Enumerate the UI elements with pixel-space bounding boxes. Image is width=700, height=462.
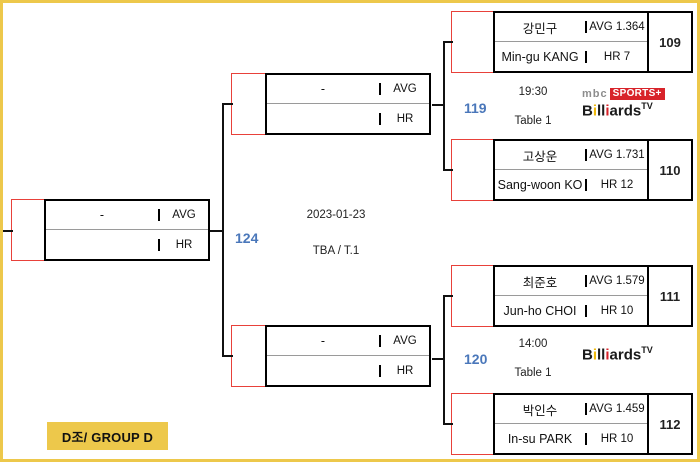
player-rank-3: 111 [649, 265, 693, 327]
player-avg: AVG 1.459 [585, 403, 647, 415]
player-row-kr: 고상운 AVG 1.731 [495, 141, 647, 170]
slot-row-blank: HR [46, 230, 208, 259]
player-card-4[interactable]: 박인수 AVG 1.459 In-su PARK HR 10 [493, 393, 649, 455]
player-row-en: In-su PARK HR 10 [495, 424, 647, 453]
slot-avg-label: AVG [379, 83, 429, 95]
match-table-119: Table 1 [514, 115, 552, 127]
billiards-tv-suffix: TV [641, 345, 653, 355]
slot-row-name: - AVG [46, 201, 208, 230]
player-name-kr: 최준호 [522, 275, 558, 290]
connector-h-final-top [222, 103, 233, 105]
slot-hr-label: HR [379, 112, 429, 125]
connector-h-qf120-bottom [443, 423, 453, 425]
player-card-1[interactable]: 강민구 AVG 1.364 Min-gu KANG HR 7 [493, 11, 649, 73]
slot-hr-label: HR [379, 364, 429, 377]
player-hr: HR 10 [585, 304, 647, 317]
connector-h-qf119-bottom [443, 169, 453, 171]
slot-placeholder-name: - [320, 82, 326, 96]
connector-h-final-bottom [222, 355, 233, 357]
match-table-120: Table 1 [514, 367, 552, 379]
connector-h-qf119-out [432, 104, 444, 106]
slot-row-blank: HR [267, 104, 429, 133]
match-number-119: 119 [464, 100, 487, 116]
connector-h-qf120-top [443, 295, 453, 297]
mbc-mark-label: mbc [582, 87, 608, 100]
slot-row-name: - AVG [267, 327, 429, 356]
final-slot[interactable]: - AVG HR [44, 199, 210, 261]
player-card-3[interactable]: 최준호 AVG 1.579 Jun-ho CHOI HR 10 [493, 265, 649, 327]
player-name-en: Jun-ho CHOI [503, 303, 577, 318]
semifinal-slot-1[interactable]: - AVG HR [265, 73, 431, 135]
slot-avg-label: AVG [158, 209, 208, 221]
billiards-wordmark: Billiards [582, 346, 642, 364]
broadcaster-logo-119: mbc SPORTS+ BilliardsTV [582, 88, 665, 119]
player-rank-1: 109 [649, 11, 693, 73]
player-name-kr: 박인수 [522, 403, 558, 418]
slot-hr-label: HR [158, 238, 208, 251]
match-number-124: 124 [235, 230, 259, 246]
player-row-en: Sang-woon KO HR 12 [495, 170, 647, 199]
player-row-en: Jun-ho CHOI HR 10 [495, 296, 647, 325]
slot-placeholder-name: - [320, 334, 326, 348]
seed-box-player-1 [451, 11, 495, 73]
billiards-wordmark: Billiards [582, 102, 642, 120]
billiards-tv-icon: BilliardsTV [582, 346, 653, 363]
group-label: D조/ GROUP D [47, 422, 168, 450]
match-time-119: 19:30 [518, 86, 548, 98]
player-name-en: Sang-woon KO [497, 177, 583, 192]
final-date: 2023-01-23 [306, 209, 366, 221]
seed-box-player-4 [451, 393, 495, 455]
slot-row-name: - AVG [267, 75, 429, 104]
connector-v-qf120 [443, 295, 445, 424]
mbc-sports-label: SPORTS+ [609, 88, 665, 100]
player-rank-4: 112 [649, 393, 693, 455]
billiards-tv-suffix: TV [641, 101, 653, 111]
player-hr: HR 12 [585, 178, 647, 191]
player-name-en: Min-gu KANG [501, 49, 579, 64]
slot-avg-label: AVG [379, 335, 429, 347]
player-row-en: Min-gu KANG HR 7 [495, 42, 647, 71]
slot-placeholder-name: - [99, 208, 105, 222]
player-card-2[interactable]: 고상운 AVG 1.731 Sang-woon KO HR 12 [493, 139, 649, 201]
player-hr: HR 10 [585, 432, 647, 445]
connector-h-winner-stub [3, 230, 13, 232]
match-time-120: 14:00 [518, 338, 548, 350]
connector-h-final-out [210, 230, 223, 232]
seed-box-player-3 [451, 265, 495, 327]
player-name-kr: 강민구 [522, 21, 558, 36]
player-row-kr: 최준호 AVG 1.579 [495, 267, 647, 296]
connector-v-qf119 [443, 41, 445, 170]
player-name-kr: 고상운 [522, 149, 558, 164]
player-avg: AVG 1.579 [585, 275, 647, 287]
mbc-sports-icon: mbc SPORTS+ [582, 88, 665, 100]
player-row-kr: 강민구 AVG 1.364 [495, 13, 647, 42]
player-name-en: In-su PARK [507, 431, 573, 446]
seed-box-player-2 [451, 139, 495, 201]
final-table: TBA / T.1 [312, 245, 360, 257]
billiards-tv-icon: BilliardsTV [582, 102, 665, 119]
player-hr: HR 7 [585, 50, 647, 63]
broadcaster-logo-120: BilliardsTV [582, 344, 653, 363]
connector-h-qf119-top [443, 41, 453, 43]
connector-v-final [222, 103, 224, 357]
player-rank-2: 110 [649, 139, 693, 201]
match-number-120: 120 [464, 351, 488, 367]
semifinal-slot-2[interactable]: - AVG HR [265, 325, 431, 387]
seed-box-semifinal-1 [231, 73, 267, 135]
seed-box-final [11, 199, 45, 261]
seed-box-semifinal-2 [231, 325, 267, 387]
connector-h-qf120-out [432, 358, 444, 360]
slot-row-blank: HR [267, 356, 429, 385]
player-row-kr: 박인수 AVG 1.459 [495, 395, 647, 424]
player-avg: AVG 1.731 [585, 149, 647, 161]
player-avg: AVG 1.364 [585, 21, 647, 33]
